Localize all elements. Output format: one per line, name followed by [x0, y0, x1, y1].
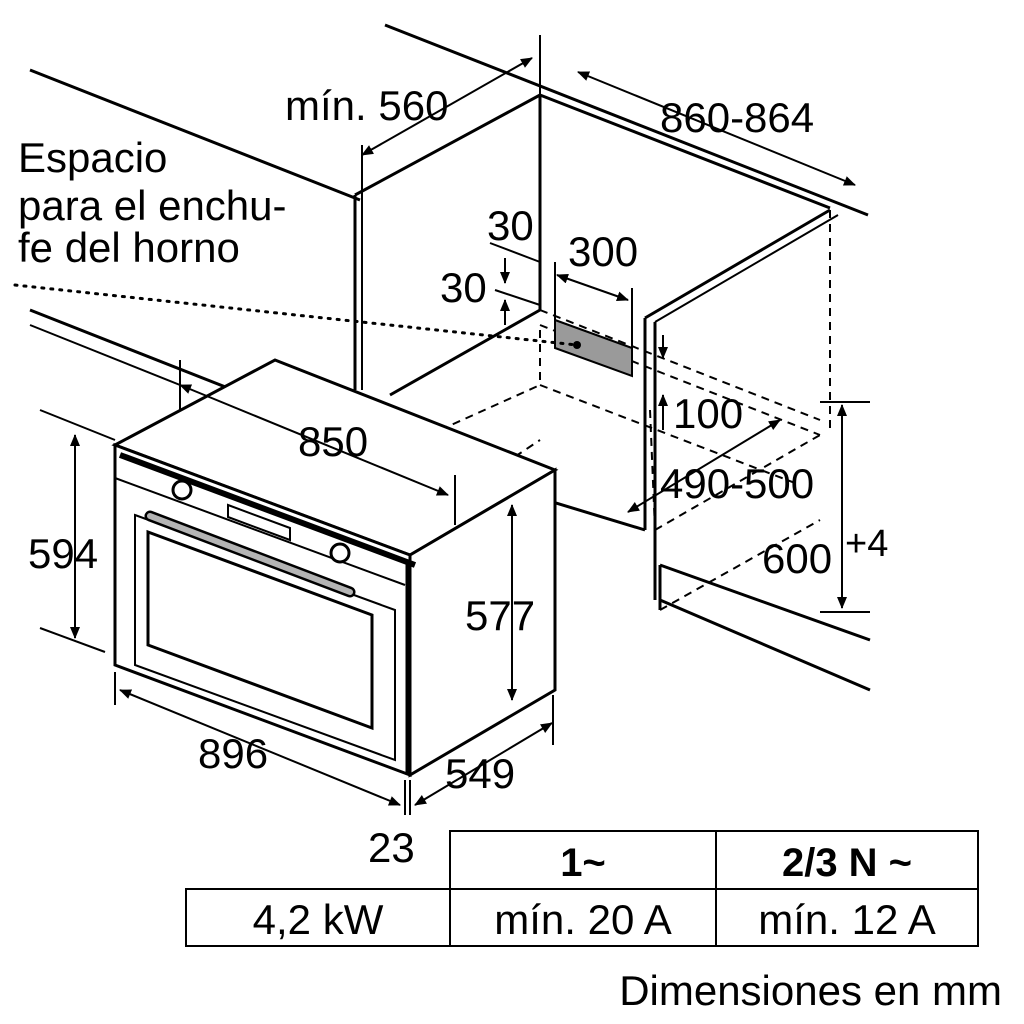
cabinet-plinth [659, 598, 871, 692]
wall-line-top [29, 68, 361, 202]
table-header-single-phase: 1~ [560, 841, 606, 885]
dim-850: 850 [298, 418, 368, 465]
oven-front-frame [118, 452, 417, 568]
dim-23: 23 [368, 824, 415, 871]
hidden-line-5 [654, 434, 821, 531]
socket-note-line3: fe del horno [18, 224, 240, 271]
oven-knob-right [329, 542, 351, 564]
oven-knob-left [171, 479, 193, 501]
dim-850-line [179, 384, 449, 496]
dim-490-line [627, 419, 781, 513]
wall-line-low [29, 324, 181, 386]
power-table [185, 830, 979, 947]
dim-300-line [556, 273, 629, 302]
recess-floor-front [389, 308, 541, 397]
table-header-three-phase: 2/3 N ~ [782, 841, 912, 885]
dim-30-b: 30 [440, 264, 487, 311]
hidden-line-6 [659, 519, 821, 611]
socket-note-line1: Espacio [18, 134, 167, 181]
dim-594: 594 [28, 530, 98, 577]
dim-min-560: mín. 560 [285, 82, 448, 129]
cabinet-right-top-inner [654, 214, 839, 323]
dim-549-line [414, 722, 553, 806]
dim-30-a: 30 [487, 202, 534, 249]
dim-490-500: 490-500 [660, 460, 814, 507]
units-note: Dimensiones en mm [619, 967, 1002, 1014]
table-cell-single-phase: mín. 20 A [494, 896, 671, 943]
dim-577: 577 [465, 592, 535, 639]
dimension-lines [39, 35, 870, 815]
oven-display [227, 503, 291, 542]
dim-549: 549 [445, 750, 515, 797]
cabinet-right-bottom [659, 563, 871, 642]
dim-896: 896 [198, 730, 268, 777]
recess-floor-right [479, 439, 541, 481]
oven-handle-fill [147, 513, 353, 595]
dim-560-line [361, 57, 533, 156]
hidden-line-3 [539, 384, 801, 486]
dim-300: 300 [568, 228, 638, 275]
table-cell-three-phase: mín. 12 A [758, 896, 935, 943]
cabinet-right-top [644, 208, 831, 320]
oven-control-strip [114, 477, 406, 586]
dim-100: 100 [673, 390, 743, 437]
table-value-row [185, 888, 979, 947]
dim-896-line [119, 689, 401, 806]
dim-860-864: 860-864 [660, 94, 814, 141]
dim-860-line [577, 71, 856, 186]
table-cell-power: 4,2 kW [253, 896, 384, 943]
hidden-line-4 [439, 384, 541, 431]
dim-600: 600 [762, 535, 832, 582]
socket-leader-line [13, 283, 579, 347]
socket-area [554, 318, 633, 378]
dim-600-sup: +4 [845, 523, 888, 565]
socket-note-line2: para el enchu- [18, 182, 287, 229]
socket-dot [573, 341, 581, 349]
